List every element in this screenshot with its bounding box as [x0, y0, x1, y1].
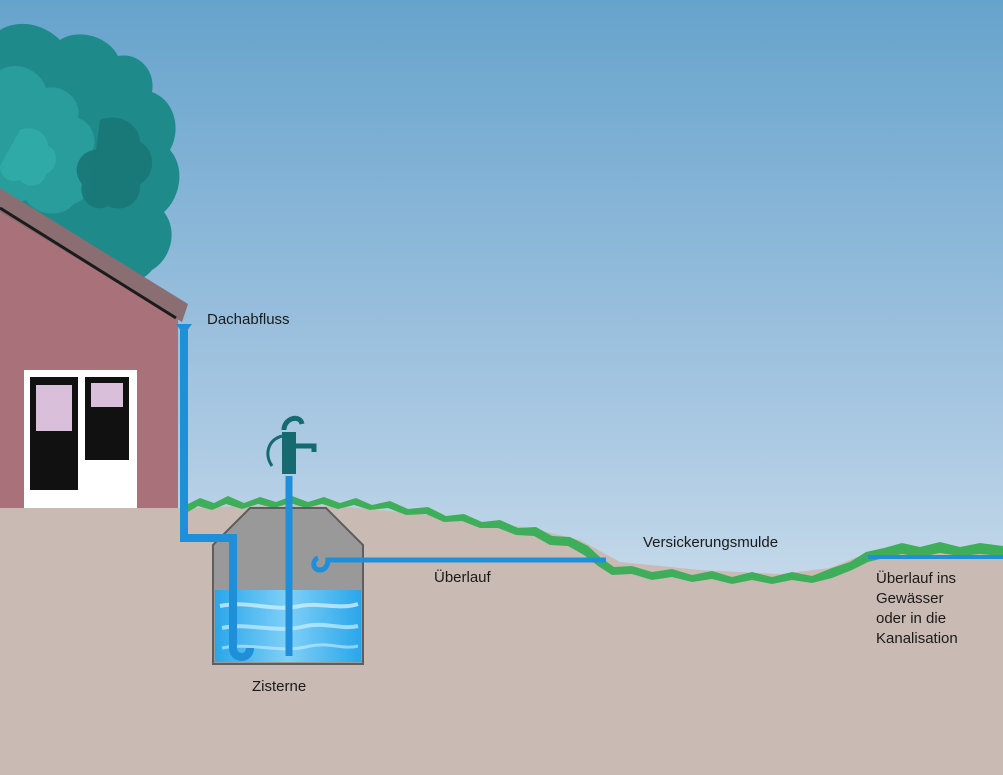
- hand-pump: [266, 415, 317, 656]
- label-roof-runoff: Dachabfluss: [207, 311, 290, 328]
- label-overflow-outlet: Überlauf ins Gewässer oder in die Kanali…: [876, 570, 958, 647]
- grass-strip: [188, 496, 1003, 584]
- overflow-pipe: [311, 555, 606, 573]
- label-infiltration-swale: Versickerungsmulde: [643, 534, 779, 551]
- label-cistern: Zisterne: [252, 678, 307, 695]
- house: [0, 188, 188, 508]
- label-overflow: Überlauf: [434, 569, 491, 586]
- roof-downpipe: [176, 324, 254, 661]
